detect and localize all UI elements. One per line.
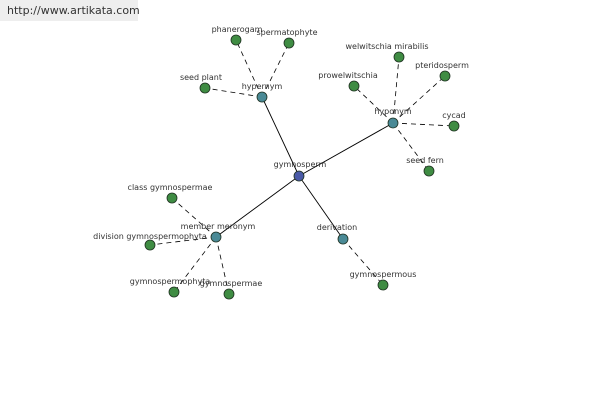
node-gymnospermae[interactable]: gymnospermae xyxy=(200,279,263,300)
node-hypernym[interactable]: hypernym xyxy=(242,82,283,103)
node-circle-seed-fern[interactable] xyxy=(423,165,435,177)
node-label-spermatophyte[interactable]: spermatophyte xyxy=(257,28,318,37)
edge-member-meronym-to-gymnospermophyta xyxy=(173,236,217,293)
edge-hyponym-to-welwitschia-mirabilis xyxy=(392,56,400,124)
edge-gymnosperm-to-derivation xyxy=(298,175,344,240)
edge-member-meronym-to-division-gymnospermophyta xyxy=(149,236,217,246)
node-circle-class-gymnospermae[interactable] xyxy=(166,192,178,204)
node-label-cycad[interactable]: cycad xyxy=(442,111,466,120)
edge-gymnosperm-to-member-meronym xyxy=(215,175,300,238)
node-cycad[interactable]: cycad xyxy=(442,111,466,132)
node-seed-fern[interactable]: seed fern xyxy=(406,156,444,177)
node-phanerogam[interactable]: phanerogam xyxy=(212,25,263,46)
node-spermatophyte[interactable]: spermatophyte xyxy=(257,28,318,49)
node-circle-derivation[interactable] xyxy=(337,233,349,245)
node-circle-spermatophyte[interactable] xyxy=(283,37,295,49)
node-label-derivation[interactable]: derivation xyxy=(317,223,357,232)
node-label-gymnospermophyta[interactable]: gymnospermophyta xyxy=(130,277,211,286)
node-label-class-gymnospermae[interactable]: class gymnospermae xyxy=(128,183,213,192)
node-circle-prowelwitschia[interactable] xyxy=(348,80,360,92)
edge-hypernym-to-seed-plant xyxy=(204,87,263,98)
edge-derivation-to-gymnospermous xyxy=(342,238,384,286)
edge-member-meronym-to-class-gymnospermae xyxy=(171,197,217,238)
edge-hyponym-to-pteridosperm xyxy=(392,75,446,124)
node-circle-phanerogam[interactable] xyxy=(230,34,242,46)
node-label-pteridosperm[interactable]: pteridosperm xyxy=(415,61,469,70)
node-welwitschia-mirabilis[interactable]: welwitschia mirabilis xyxy=(345,42,429,63)
edge-hypernym-to-spermatophyte xyxy=(261,42,290,98)
node-circle-hypernym[interactable] xyxy=(256,91,268,103)
node-circle-member-meronym[interactable] xyxy=(210,231,222,243)
node-derivation[interactable]: derivation xyxy=(317,223,357,245)
node-pteridosperm[interactable]: pteridosperm xyxy=(415,61,469,82)
site-url-header[interactable]: http://www.artikata.com xyxy=(0,0,140,21)
edge-hyponym-to-prowelwitschia xyxy=(353,85,394,124)
node-label-seed-fern[interactable]: seed fern xyxy=(406,156,444,165)
node-label-phanerogam[interactable]: phanerogam xyxy=(212,25,263,34)
site-url-text[interactable]: http://www.artikata.com xyxy=(7,4,140,17)
node-circle-gymnospermous[interactable] xyxy=(377,279,389,291)
node-circle-gymnospermophyta[interactable] xyxy=(168,286,180,298)
edge-hyponym-to-seed-fern xyxy=(392,122,430,172)
node-label-member-meronym[interactable]: member meronym xyxy=(181,222,256,231)
node-label-gymnospermae[interactable]: gymnospermae xyxy=(200,279,263,288)
node-circle-cycad[interactable] xyxy=(448,120,460,132)
node-circle-welwitschia-mirabilis[interactable] xyxy=(393,51,405,63)
node-gymnospermous[interactable]: gymnospermous xyxy=(350,270,417,291)
node-gymnospermophyta[interactable]: gymnospermophyta xyxy=(130,277,211,298)
edge-gymnosperm-to-hyponym xyxy=(298,122,394,177)
node-circle-pteridosperm[interactable] xyxy=(439,70,451,82)
node-member-meronym[interactable]: member meronym xyxy=(181,222,256,243)
edge-member-meronym-to-gymnospermae xyxy=(215,236,230,295)
node-label-hyponym[interactable]: hyponym xyxy=(374,107,412,116)
edge-gymnosperm-to-hypernym xyxy=(261,96,300,177)
node-division-gymnospermophyta[interactable]: division gymnospermophyta xyxy=(93,232,207,251)
node-circle-gymnospermae[interactable] xyxy=(223,288,235,300)
node-circle-hyponym[interactable] xyxy=(387,117,399,129)
node-label-welwitschia-mirabilis[interactable]: welwitschia mirabilis xyxy=(345,42,428,51)
node-label-seed-plant[interactable]: seed plant xyxy=(180,73,222,82)
node-circle-gymnosperm[interactable] xyxy=(293,170,305,182)
node-label-gymnosperm[interactable]: gymnosperm xyxy=(274,160,327,169)
node-label-hypernym[interactable]: hypernym xyxy=(242,82,283,91)
node-prowelwitschia[interactable]: prowelwitschia xyxy=(318,71,378,92)
node-seed-plant[interactable]: seed plant xyxy=(180,73,222,94)
node-gymnosperm[interactable]: gymnosperm xyxy=(274,160,327,182)
node-label-gymnospermous[interactable]: gymnospermous xyxy=(350,270,417,279)
node-hyponym[interactable]: hyponym xyxy=(374,107,412,129)
node-circle-division-gymnospermophyta[interactable] xyxy=(144,239,156,251)
node-circle-seed-plant[interactable] xyxy=(199,82,211,94)
node-label-prowelwitschia[interactable]: prowelwitschia xyxy=(318,71,378,80)
node-label-division-gymnospermophyta[interactable]: division gymnospermophyta xyxy=(93,232,207,241)
edge-hypernym-to-phanerogam xyxy=(235,39,263,98)
edges-layer xyxy=(149,39,455,295)
node-class-gymnospermae[interactable]: class gymnospermae xyxy=(128,183,213,204)
edge-hyponym-to-cycad xyxy=(392,122,455,127)
